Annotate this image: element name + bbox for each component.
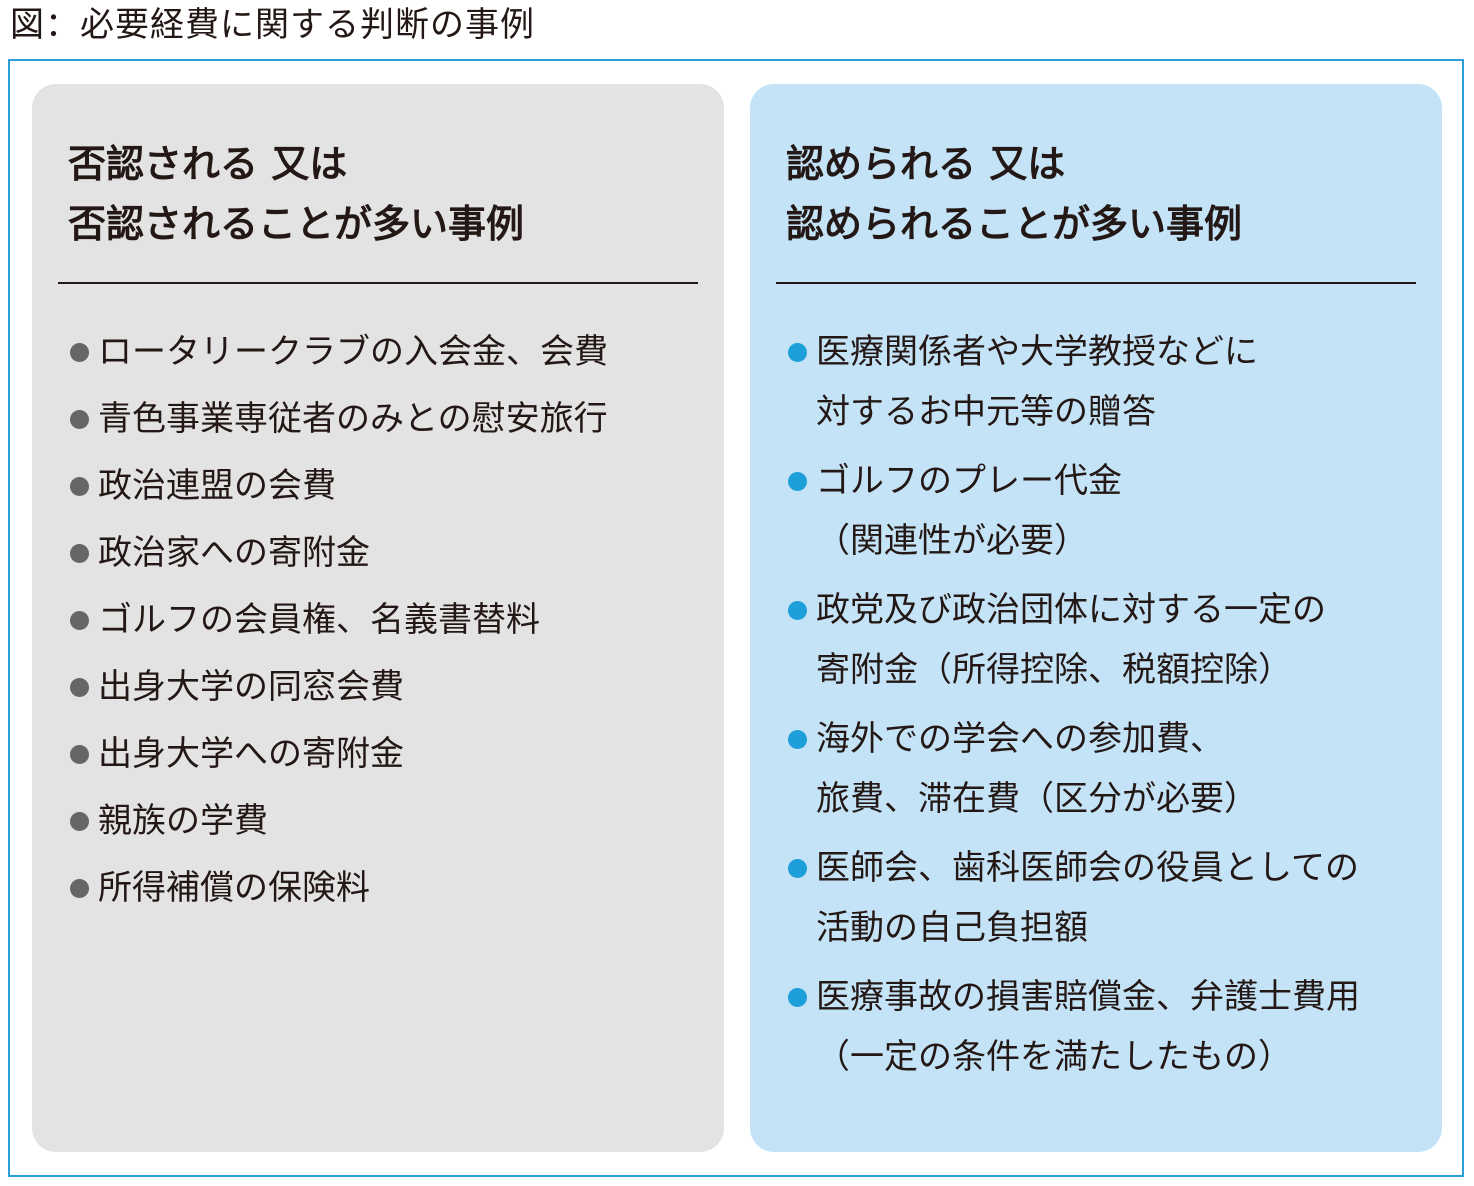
list-item-text: 医療事故の損害賠償金、弁護士費用: [816, 977, 1360, 1017]
bullet-dot-icon: [70, 544, 89, 563]
accepted-cases-list: 医療関係者や大学教授などに対するお中元等の贈答ゴルフのプレー代金（関連性が必要）…: [786, 322, 1436, 1096]
rejected-heading-divider: [58, 282, 698, 284]
bullet-dot-icon: [788, 601, 807, 620]
list-item: 医師会、歯科医師会の役員としての活動の自己負担額: [786, 838, 1436, 958]
list-item-text: 出身大学の同窓会費: [98, 667, 404, 707]
list-item-text: 旅費、滞在費（区分が必要）: [816, 779, 1258, 819]
list-item: 海外での学会への参加費、旅費、滞在費（区分が必要）: [786, 709, 1436, 829]
bullet-dot-icon: [788, 343, 807, 362]
list-item-text: 医師会、歯科医師会の役員としての: [816, 848, 1359, 888]
list-item: 政治連盟の会費: [68, 456, 718, 516]
list-item: ゴルフの会員権、名義書替料: [68, 590, 718, 650]
bullet-dot-icon: [788, 730, 807, 749]
bullet-dot-icon: [788, 859, 807, 878]
bullet-dot-icon: [70, 410, 89, 429]
rejected-cases-heading: 否認される 又は 否認されることが多い事例: [68, 134, 688, 254]
list-item-text: （関連性が必要）: [816, 521, 1088, 561]
list-item-text: 所得補償の保険料: [98, 868, 370, 908]
list-item-text: 政党及び政治団体に対する一定の: [816, 590, 1326, 630]
rejected-heading-line-1: 否認される 又は: [68, 142, 348, 186]
accepted-heading-divider: [776, 282, 1416, 284]
list-item-text: （一定の条件を満たしたもの）: [816, 1037, 1292, 1077]
accepted-heading-line-1: 認められる 又は: [786, 142, 1066, 186]
list-item-text: 出身大学への寄附金: [98, 734, 404, 774]
list-item-text: 政治家への寄附金: [98, 533, 370, 573]
bullet-dot-icon: [70, 678, 89, 697]
list-item-text: ロータリークラブの入会金、会費: [98, 332, 608, 372]
diagram-frame: [8, 59, 1464, 1177]
list-item-text: 医療関係者や大学教授などに: [816, 332, 1258, 372]
accepted-heading-line-2: 認められることが多い事例: [786, 202, 1243, 246]
list-item-text: 政治連盟の会費: [98, 466, 336, 506]
list-item: 政党及び政治団体に対する一定の寄附金（所得控除、税額控除）: [786, 580, 1436, 700]
bullet-dot-icon: [788, 988, 807, 1007]
list-item: 医療事故の損害賠償金、弁護士費用 （一定の条件を満たしたもの）: [786, 967, 1436, 1087]
bullet-dot-icon: [70, 745, 89, 764]
bullet-dot-icon: [70, 879, 89, 898]
rejected-cases-list: ロータリークラブの入会金、会費青色事業専従者のみとの慰安旅行政治連盟の会費政治家…: [68, 322, 718, 925]
page-title: 図：必要経費に関する判断の事例: [10, 5, 535, 45]
list-item: 出身大学への寄附金: [68, 724, 718, 784]
accepted-cases-panel: 認められる 又は 認められることが多い事例 医療関係者や大学教授などに対するお中…: [750, 84, 1442, 1152]
list-item: ゴルフのプレー代金 （関連性が必要）: [786, 451, 1436, 571]
rejected-cases-panel: 否認される 又は 否認されることが多い事例 ロータリークラブの入会金、会費青色事…: [32, 84, 724, 1152]
bullet-dot-icon: [70, 477, 89, 496]
list-item-text: 活動の自己負担額: [816, 908, 1088, 948]
accepted-cases-heading: 認められる 又は 認められることが多い事例: [786, 134, 1406, 254]
list-item-text: 青色事業専従者のみとの慰安旅行: [98, 399, 608, 439]
list-item: ロータリークラブの入会金、会費: [68, 322, 718, 382]
list-item-text: ゴルフのプレー代金: [816, 461, 1122, 501]
list-item: 政治家への寄附金: [68, 523, 718, 583]
list-item: 青色事業専従者のみとの慰安旅行: [68, 389, 718, 449]
bullet-dot-icon: [788, 472, 807, 491]
rejected-heading-line-2: 否認されることが多い事例: [68, 202, 525, 246]
list-item-text: 親族の学費: [98, 801, 268, 841]
bullet-dot-icon: [70, 611, 89, 630]
list-item-text: 対するお中元等の贈答: [816, 392, 1156, 432]
list-item-text: ゴルフの会員権、名義書替料: [98, 600, 540, 640]
list-item: 所得補償の保険料: [68, 858, 718, 918]
bullet-dot-icon: [70, 812, 89, 831]
list-item-text: 寄附金（所得控除、税額控除）: [816, 650, 1292, 690]
bullet-dot-icon: [70, 343, 89, 362]
list-item: 親族の学費: [68, 791, 718, 851]
list-item: 医療関係者や大学教授などに対するお中元等の贈答: [786, 322, 1436, 442]
list-item-text: 海外での学会への参加費、: [816, 719, 1224, 759]
list-item: 出身大学の同窓会費: [68, 657, 718, 717]
